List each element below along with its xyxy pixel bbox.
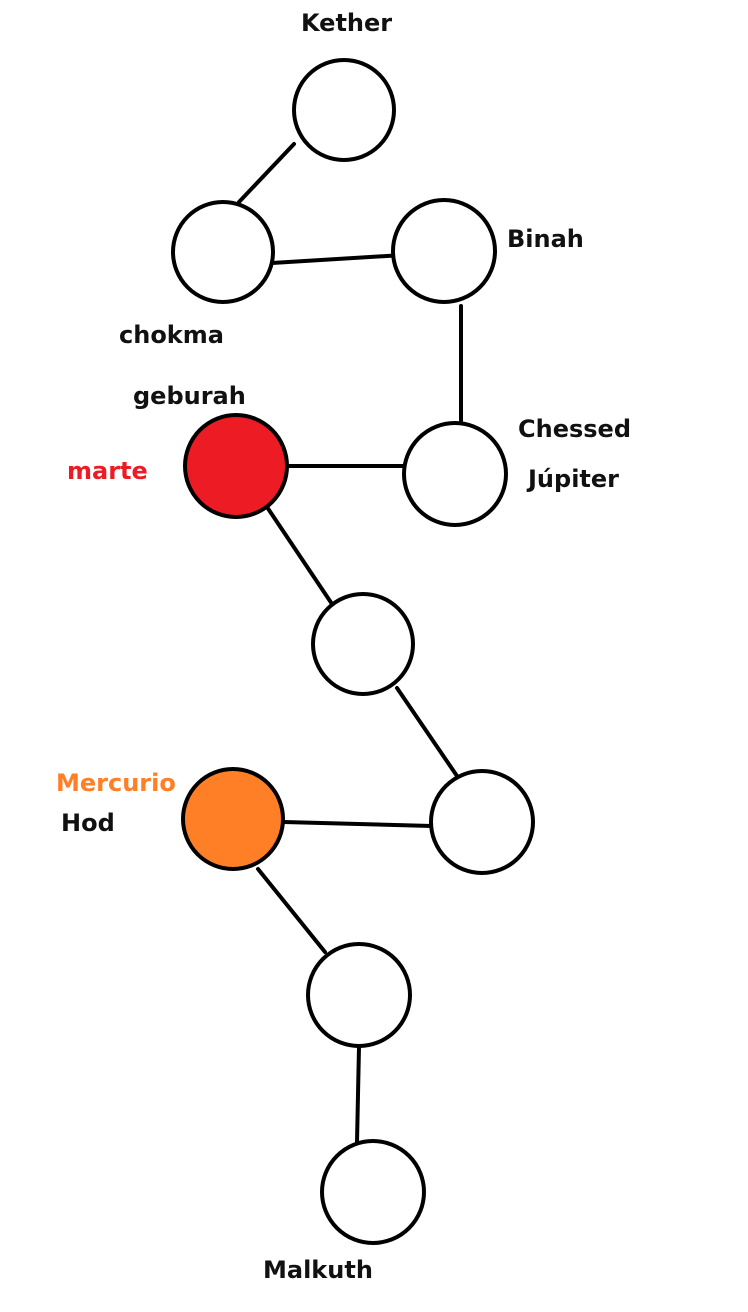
label-jupiter: Júpiter bbox=[526, 465, 619, 493]
label-chokma: chokma bbox=[119, 321, 224, 349]
node-geburah bbox=[183, 413, 289, 519]
sephiroth bbox=[171, 58, 535, 1245]
edge-hod-yesod bbox=[256, 867, 327, 954]
node-kether bbox=[292, 58, 396, 162]
node-netzach bbox=[429, 769, 535, 875]
node-tiphareth bbox=[311, 592, 415, 696]
label-marte: marte bbox=[67, 457, 148, 485]
node-chokma bbox=[171, 200, 275, 304]
node-binah bbox=[391, 198, 497, 304]
label-malkuth: Malkuth bbox=[263, 1256, 373, 1284]
edge-hod-netzach bbox=[282, 820, 434, 828]
node-malkuth bbox=[320, 1139, 426, 1245]
label-kether: Kether bbox=[301, 9, 392, 37]
edge-chokma-binah bbox=[270, 253, 405, 265]
label-binah: Binah bbox=[507, 225, 584, 253]
node-chessed bbox=[402, 421, 508, 527]
labels: Kether Binah chokma geburah Chessed Júpi… bbox=[56, 9, 631, 1284]
label-geburah: geburah bbox=[133, 382, 246, 410]
connections bbox=[237, 142, 463, 1144]
edge-tiphareth-netzach bbox=[395, 686, 459, 778]
label-mercurio: Mercurio bbox=[56, 769, 176, 797]
edge-kether-chokma bbox=[237, 142, 296, 204]
edge-yesod-malkuth bbox=[355, 1045, 361, 1144]
node-yesod bbox=[306, 942, 412, 1048]
label-hod: Hod bbox=[61, 809, 115, 837]
label-chessed: Chessed bbox=[518, 415, 631, 443]
edge-geburah-tiphareth bbox=[265, 505, 334, 606]
node-hod bbox=[181, 767, 285, 871]
